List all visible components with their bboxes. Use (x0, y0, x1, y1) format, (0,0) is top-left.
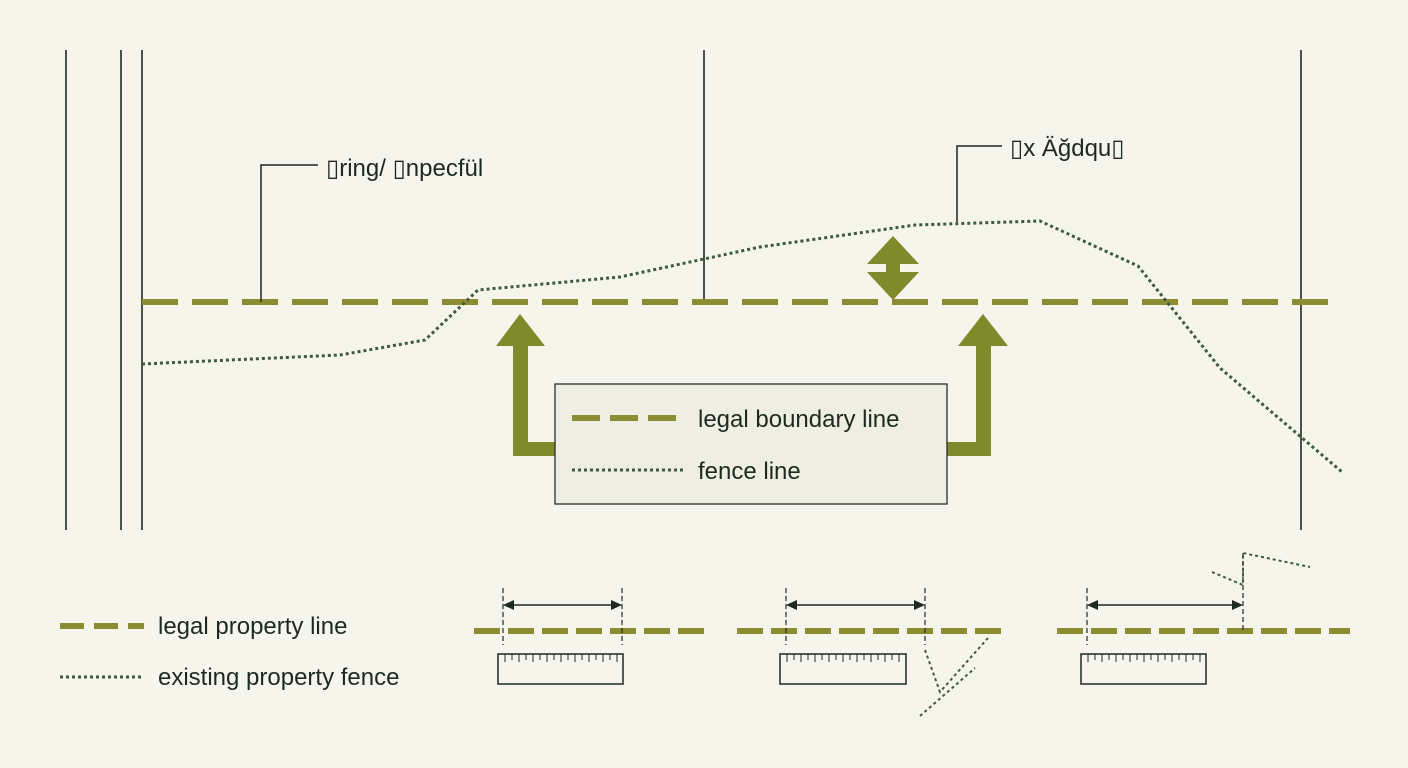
right-callout-label: ▯x Äğdqu▯ (1010, 135, 1124, 162)
vertical-reference-lines (65, 50, 1302, 530)
right-callout-leader (956, 145, 1002, 222)
measurement-detail-3 (1057, 551, 1350, 685)
fence-line (141, 219, 1343, 474)
left-callout-label: ▯ring/ ▯npecfül (326, 155, 483, 182)
ruler-icon (779, 653, 907, 685)
right-bent-up-arrow-icon (947, 314, 1008, 456)
bottom-legend-fence-label: existing property fence (158, 664, 399, 691)
ruler-icon (497, 653, 624, 685)
center-legend-legal-label: legal boundary line (698, 406, 899, 433)
center-legend-box: legal boundary line fence line (554, 383, 948, 505)
bottom-legend: legal property line existing property fe… (60, 613, 399, 691)
measurement-detail-2 (737, 588, 1004, 717)
left-bent-up-arrow-icon (496, 314, 556, 456)
center-legend-fence-label: fence line (698, 458, 801, 485)
ruler-icon (1080, 653, 1207, 685)
bottom-legend-legal-label: legal property line (158, 613, 347, 640)
measurement-detail-1 (474, 588, 710, 685)
double-vertical-arrow-icon (867, 236, 919, 300)
left-callout-leader (260, 164, 318, 302)
